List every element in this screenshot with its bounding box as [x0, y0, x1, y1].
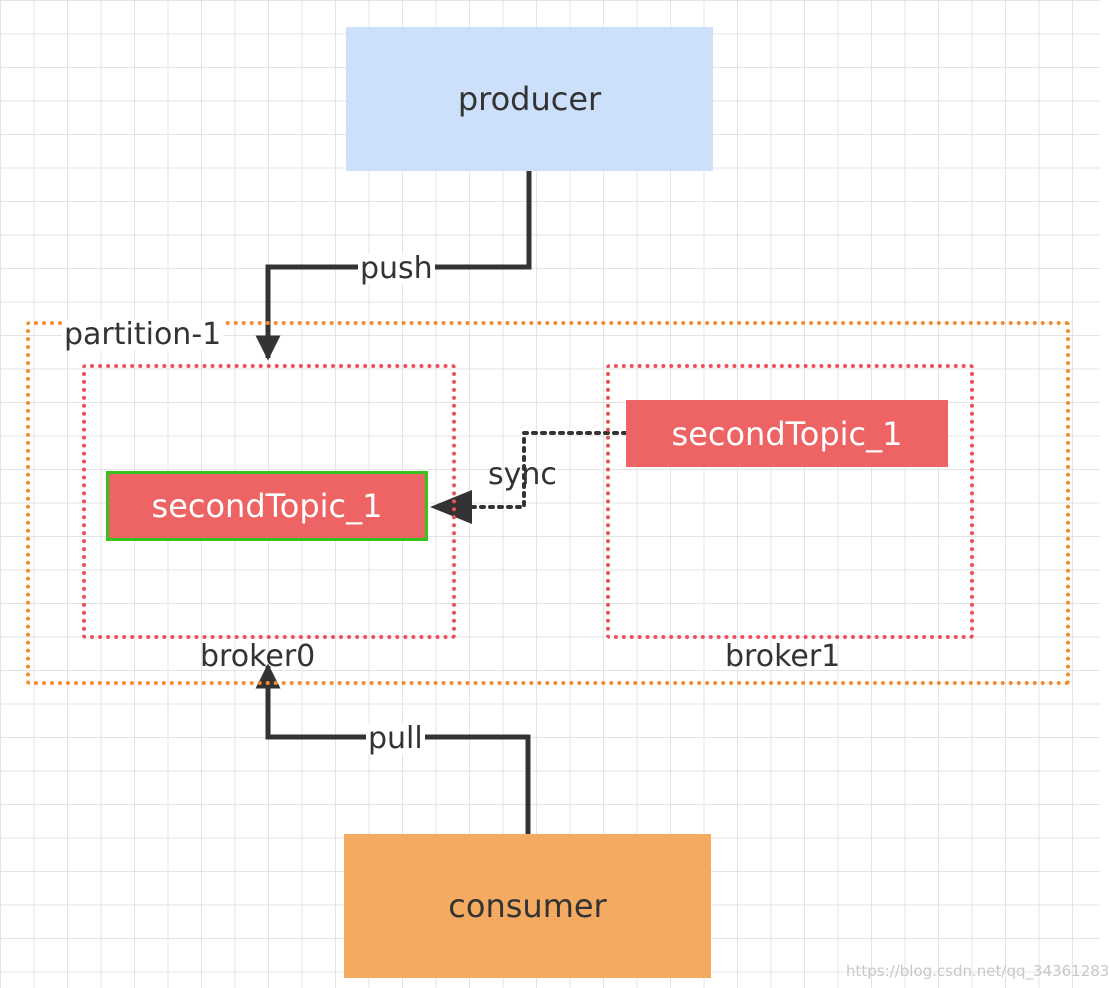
- broker0-label: broker0: [200, 639, 316, 674]
- watermark-text: https://blog.csdn.net/qq_34361283: [846, 962, 1109, 980]
- producer-node[interactable]: producer: [346, 27, 713, 171]
- push-edge-label: push: [358, 251, 435, 286]
- partition-label: partition-1: [62, 317, 224, 352]
- broker1-topic-label: secondTopic_1: [671, 414, 903, 453]
- sync-edge-label: sync: [488, 457, 557, 492]
- broker0-topic-node[interactable]: secondTopic_1: [106, 471, 428, 541]
- broker1-frame: [606, 364, 974, 639]
- pull-edge-label: pull: [366, 721, 425, 756]
- sync-edge: [430, 431, 628, 509]
- consumer-label: consumer: [448, 887, 607, 925]
- consumer-node[interactable]: consumer: [344, 834, 711, 978]
- producer-label: producer: [457, 80, 602, 118]
- sync-arrowhead: [430, 490, 472, 524]
- broker1-topic-node[interactable]: secondTopic_1: [626, 400, 948, 467]
- broker0-topic-label: secondTopic_1: [151, 487, 383, 525]
- broker0-frame: [82, 364, 456, 639]
- partition-frame: [26, 321, 1070, 685]
- broker1-label: broker1: [725, 639, 841, 674]
